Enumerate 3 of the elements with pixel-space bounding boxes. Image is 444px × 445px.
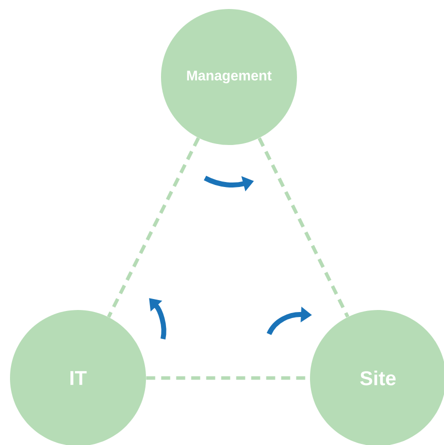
dashed-connector: [107, 137, 200, 318]
circle-node: Management: [161, 9, 297, 145]
dashed-connector: [258, 137, 350, 318]
